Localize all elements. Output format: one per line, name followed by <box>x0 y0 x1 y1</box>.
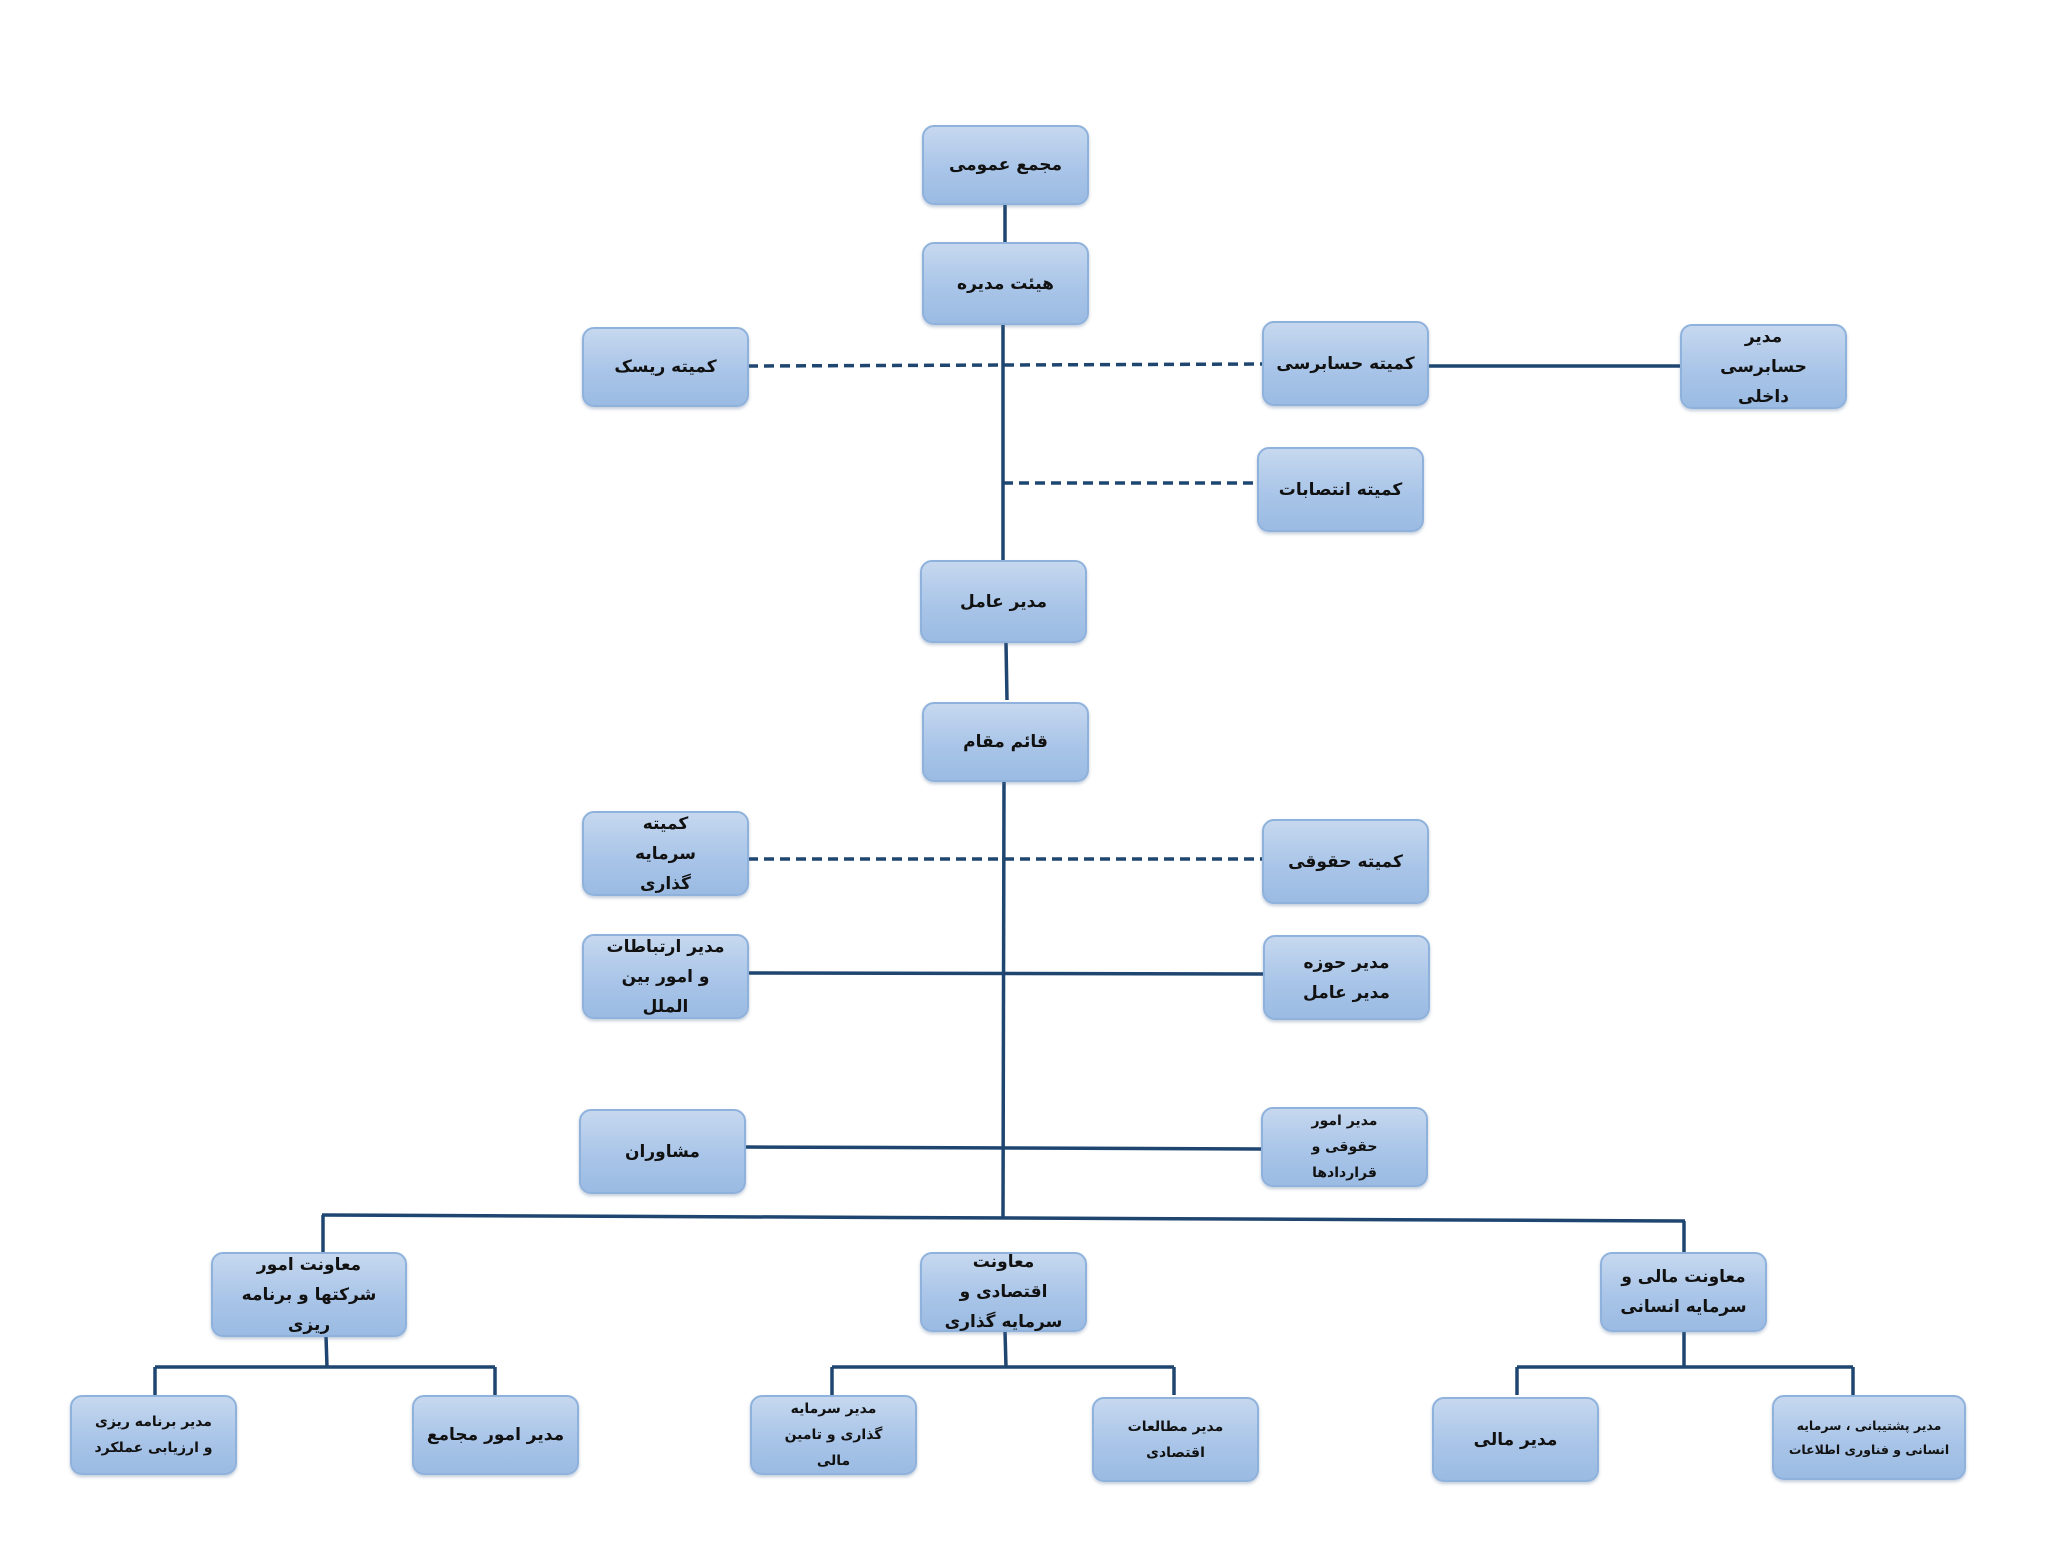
connector-communications-office <box>747 971 1264 976</box>
node-ceo: مدیر عامل <box>920 560 1087 643</box>
node-support-manager: مدیر پشتیبانی ، سرمایه انسانی و فناوری ا… <box>1772 1395 1966 1480</box>
connector-vp-bar <box>321 1213 1686 1223</box>
node-appointments-committee: کمیته انتصابات <box>1257 447 1424 532</box>
connector-advisors-legal <box>744 1145 1262 1151</box>
node-risk-committee: کمیته ریسک <box>582 327 749 407</box>
node-investment-committee: کمیته سرمایه گذاری <box>582 811 749 896</box>
node-legal-committee: کمیته حقوقی <box>1262 819 1429 904</box>
connector-vp-companies-down <box>324 1335 329 1368</box>
node-internal-audit-manager: مدیر حسابرسی داخلی <box>1680 324 1847 409</box>
node-board: هیئت مدیره <box>922 242 1089 325</box>
node-vp-finance: معاونت مالی و سرمایه انسانی <box>1600 1252 1767 1332</box>
node-audit-committee: کمیته حسابرسی <box>1262 321 1429 406</box>
node-assemblies-manager: مدیر امور مجامع <box>412 1395 579 1475</box>
node-investment-finance-manager: مدیر سرمایه گذاری و تامین مالی <box>750 1395 917 1475</box>
connector-risk-committee <box>747 362 1263 368</box>
node-planning-manager: مدیر برنامه ریزی و ارزیابی عملکرد <box>70 1395 237 1475</box>
connector-deputy-spine <box>1001 779 1006 1219</box>
node-finance-manager: مدیر مالی <box>1432 1397 1599 1482</box>
node-ceo-office-manager: مدیر حوزه مدیر عامل <box>1263 935 1430 1020</box>
node-vp-economic: معاونت اقتصادی و سرمایه گذاری <box>920 1252 1087 1332</box>
connector-vp-economic-down <box>1003 1330 1008 1368</box>
node-communications-manager: مدیر ارتباطات و امور بین الملل <box>582 934 749 1019</box>
connector-ceo-deputy <box>1004 642 1009 701</box>
node-economic-studies-manager: مدیر مطالعات اقتصادی <box>1092 1397 1259 1482</box>
node-general-assembly: مجمع عمومی <box>922 125 1089 205</box>
node-vp-companies: معاونت امور شرکتها و برنامه ریزی <box>211 1252 407 1337</box>
node-deputy: قائم مقام <box>922 702 1089 782</box>
node-legal-contracts-manager: مدیر امور حقوقی و قراردادها <box>1261 1107 1428 1187</box>
node-advisors: مشاوران <box>579 1109 746 1194</box>
